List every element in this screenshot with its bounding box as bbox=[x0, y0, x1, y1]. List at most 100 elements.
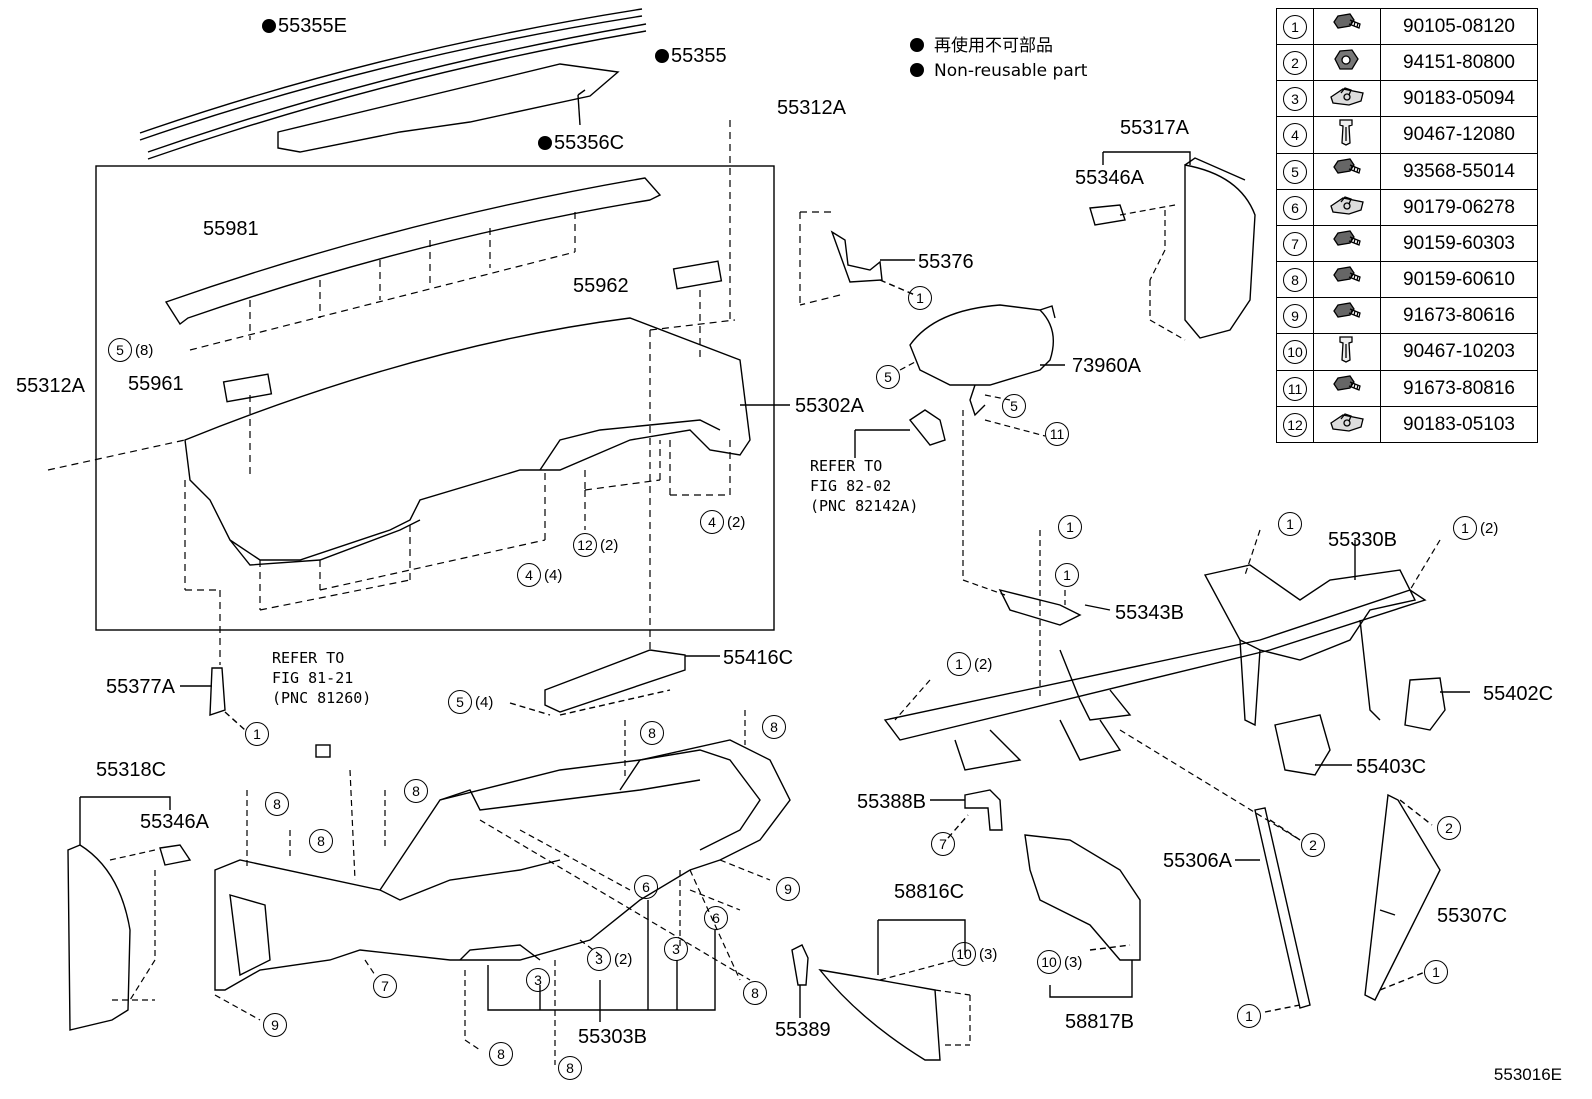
callout-number: 5 bbox=[108, 338, 132, 362]
callout-qty: (3) bbox=[1064, 954, 1083, 971]
fastener-row[interactable]: 6 90179-06278 bbox=[1276, 189, 1538, 226]
fastener-number-label: 12 bbox=[1283, 412, 1307, 437]
callout-1: 1 bbox=[245, 722, 269, 746]
fastener-number: 11 bbox=[1276, 370, 1314, 407]
part-55303B[interactable]: 55303B bbox=[578, 1026, 647, 1048]
fastener-number: 9 bbox=[1276, 297, 1314, 334]
bolt-icon bbox=[1313, 153, 1381, 190]
callout-number: 5 bbox=[448, 690, 472, 714]
part-55962[interactable]: 55962 bbox=[573, 275, 629, 297]
fastener-part-number: 90105-08120 bbox=[1380, 8, 1538, 45]
part-55346A-bottom[interactable]: 55346A bbox=[140, 811, 209, 833]
part-55302A[interactable]: 55302A bbox=[795, 395, 864, 417]
callout-number: 8 bbox=[743, 981, 767, 1005]
part-55306A[interactable]: 55306A bbox=[1163, 850, 1232, 872]
part-55961[interactable]: 55961 bbox=[128, 373, 184, 395]
part-55343B[interactable]: 55343B bbox=[1115, 602, 1184, 624]
fastener-number-label: 6 bbox=[1283, 195, 1307, 220]
part-55402C[interactable]: 55402C bbox=[1483, 683, 1554, 705]
callout-1: 1 bbox=[1278, 512, 1302, 536]
callout-number: 7 bbox=[373, 974, 397, 998]
part-55356C[interactable]: 55356C bbox=[538, 133, 624, 153]
fastener-number-label: 2 bbox=[1283, 50, 1307, 75]
callout-11: 11 bbox=[1045, 422, 1069, 446]
fastener-part-number: 90179-06278 bbox=[1380, 189, 1538, 226]
clip-55389 bbox=[791, 944, 809, 986]
callout-number: 1 bbox=[1424, 960, 1448, 984]
fastener-number: 1 bbox=[1276, 8, 1314, 45]
part-55312A-top[interactable]: 55312A bbox=[777, 97, 846, 119]
part-55403C[interactable]: 55403C bbox=[1356, 756, 1427, 778]
part-55317A[interactable]: 55317A bbox=[1120, 117, 1189, 139]
part-55318C[interactable]: 55318C bbox=[96, 759, 167, 781]
fastener-part-number: 93568-55014 bbox=[1380, 153, 1538, 190]
fastener-number-label: 9 bbox=[1283, 303, 1307, 328]
callout-7: 7 bbox=[373, 974, 397, 998]
bracket-55376 bbox=[830, 230, 883, 283]
refer-note-fig-82-02[interactable]: REFER TO FIG 82-02 (PNC 82142A) bbox=[810, 457, 919, 515]
callout-qty: (4) bbox=[475, 694, 494, 711]
non-reusable-bullet-icon bbox=[655, 49, 669, 63]
callout-2: 2 bbox=[1301, 833, 1325, 857]
fastener-row[interactable]: 9 91673-80616 bbox=[1276, 297, 1538, 334]
callout-qty: (2) bbox=[1480, 520, 1499, 537]
callout-number: 3 bbox=[526, 968, 550, 992]
fastener-part-number: 91673-80616 bbox=[1380, 297, 1538, 334]
callout-number: 1 bbox=[947, 652, 971, 676]
legend-jp: 再使用不可部品 bbox=[910, 38, 1053, 55]
callout-number: 3 bbox=[587, 947, 611, 971]
part-55981[interactable]: 55981 bbox=[203, 218, 259, 240]
fastener-part-number: 91673-80816 bbox=[1380, 370, 1538, 407]
part-55388B[interactable]: 55388B bbox=[857, 791, 926, 813]
panel-sub-assembly-55303B bbox=[214, 739, 791, 991]
part-55330B[interactable]: 55330B bbox=[1328, 529, 1397, 551]
callout-number: 8 bbox=[640, 721, 664, 745]
callout-number: 1 bbox=[1055, 563, 1079, 587]
brace-55306A bbox=[1254, 807, 1311, 1009]
callout-9: 9 bbox=[263, 1013, 287, 1037]
callout-number: 9 bbox=[776, 877, 800, 901]
part-55416C[interactable]: 55416C bbox=[723, 647, 794, 669]
callout-1: 1 bbox=[1237, 1004, 1261, 1028]
bracket-55377A bbox=[209, 667, 226, 716]
callout-8: 8 bbox=[404, 779, 428, 803]
part-58816C[interactable]: 58816C bbox=[894, 881, 965, 903]
part-55346A-top[interactable]: 55346A bbox=[1075, 167, 1144, 189]
part-55307C[interactable]: 55307C bbox=[1437, 905, 1508, 927]
fastener-number-label: 7 bbox=[1283, 231, 1307, 256]
fastener-number: 6 bbox=[1276, 189, 1314, 226]
fastener-row[interactable]: 1 90105-08120 bbox=[1276, 8, 1538, 45]
fastener-row[interactable]: 11 91673-80816 bbox=[1276, 370, 1538, 407]
fastener-part-number: 90183-05103 bbox=[1380, 406, 1538, 443]
sheet-55356C bbox=[277, 63, 620, 153]
callout-4-qty4: 4(4) bbox=[517, 563, 562, 587]
part-55355[interactable]: 55355 bbox=[655, 46, 727, 66]
part-55389[interactable]: 55389 bbox=[775, 1019, 831, 1041]
part-55355E[interactable]: 55355E bbox=[262, 16, 347, 36]
part-73960A[interactable]: 73960A bbox=[1072, 355, 1141, 377]
callout-1: 1 bbox=[1424, 960, 1448, 984]
fastener-row[interactable]: 12 90183-05103 bbox=[1276, 406, 1538, 443]
part-55377A[interactable]: 55377A bbox=[106, 676, 175, 698]
refer-note-fig-81-21[interactable]: REFER TO FIG 81-21 (PNC 81260) bbox=[272, 649, 372, 707]
clip-nut-icon bbox=[1313, 189, 1381, 226]
fastener-part-number: 94151-80800 bbox=[1380, 44, 1538, 81]
fastener-number: 7 bbox=[1276, 225, 1314, 262]
legend-jp-text: 再使用不可部品 bbox=[934, 36, 1053, 56]
fastener-number-label: 8 bbox=[1283, 267, 1307, 292]
callout-number: 4 bbox=[700, 510, 724, 534]
bolt-icon bbox=[1313, 370, 1381, 407]
part-58817B[interactable]: 58817B bbox=[1065, 1011, 1134, 1033]
callout-number: 8 bbox=[265, 792, 289, 816]
part-55312A-left[interactable]: 55312A bbox=[16, 375, 85, 397]
part-55376[interactable]: 55376 bbox=[918, 251, 974, 273]
fastener-row[interactable]: 2 94151-80800 bbox=[1276, 44, 1538, 81]
airbag-73960A bbox=[909, 304, 1054, 386]
